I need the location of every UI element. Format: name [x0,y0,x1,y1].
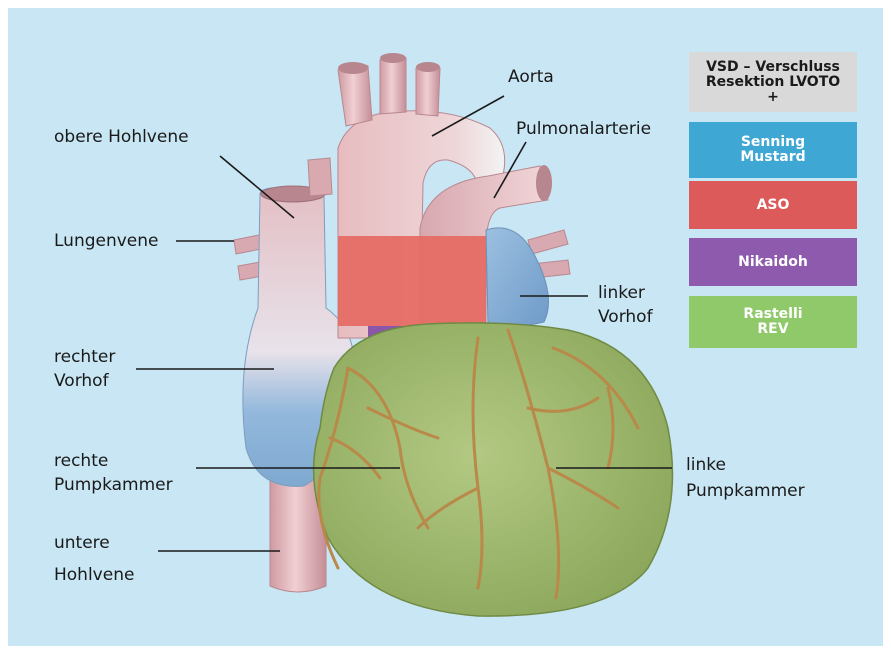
label-rechte-pumpkammer-1: rechte [54,450,108,472]
legend-rastelli-box: Rastelli REV [689,296,857,348]
label-aorta: Aorta [508,66,554,88]
aso-band [338,236,486,326]
legend-vsd-box: VSD – Verschluss Resektion LVOTO + [689,52,857,112]
legend-vsd-line1: VSD – Verschluss [706,60,840,75]
ventricles [314,323,673,616]
label-pulmonalarterie: Pulmonalarterie [516,118,651,140]
legend-aso-label: ASO [757,198,790,213]
legend-nikaidoh-box: Nikaidoh [689,238,857,286]
label-rechte-pumpkammer-2: Pumpkammer [54,474,173,496]
left-carotid-artery [380,55,406,114]
legend-vsd-line3: + [767,90,779,105]
legend-senning-box: Senning Mustard [689,122,857,178]
left-subclavian-artery [416,65,440,116]
label-linker-vorhof-1: linker [598,282,645,304]
label-rechter-vorhof-2: Vorhof [54,370,109,392]
legend-rastelli-line1: Rastelli [743,307,802,322]
legend-senning-line2: Mustard [740,150,805,165]
legend-rastelli-line2: REV [757,322,788,337]
legend-senning-line1: Senning [741,135,805,150]
diagram-canvas: obere Hohlvene Lungenvene rechter Vorhof… [8,8,883,646]
label-lungenvene: Lungenvene [54,230,159,252]
legend-vsd-line2: Resektion LVOTO [706,75,840,90]
label-rechter-vorhof-1: rechter [54,346,115,368]
legend-aso-box: ASO [689,181,857,229]
svc-branch [308,158,332,196]
label-linker-vorhof-2: Vorhof [598,306,653,328]
label-linke-pumpkammer-1: linke [686,454,726,476]
left-pulmonary-vein-upper [528,230,568,254]
legend-nikaidoh-label: Nikaidoh [738,255,808,270]
label-linke-pumpkammer-2: Pumpkammer [686,480,805,502]
label-obere-hohlvene: obere Hohlvene [54,126,189,148]
label-untere-hohlvene-1: untere [54,532,110,554]
label-untere-hohlvene-2: Hohlvene [54,564,134,586]
